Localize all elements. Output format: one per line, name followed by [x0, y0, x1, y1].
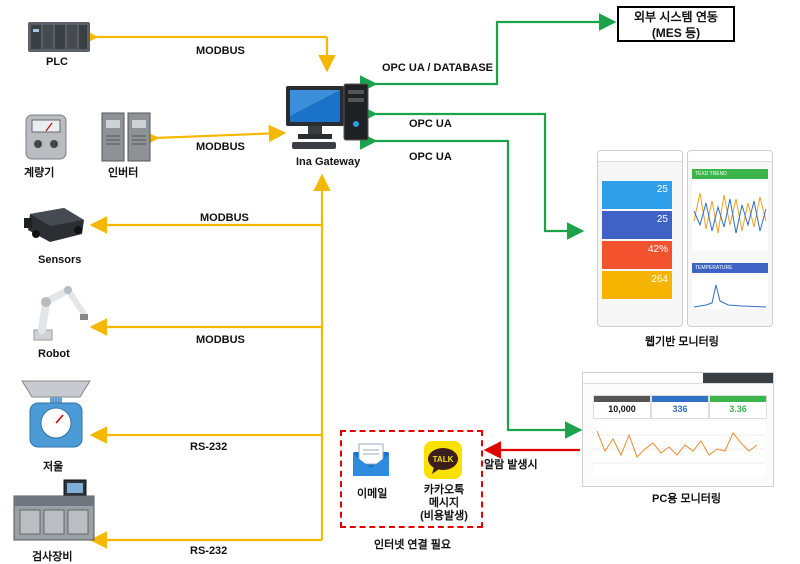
- sensors-link-label: MODBUS: [200, 212, 249, 224]
- web-link-label: OPC UA: [409, 118, 452, 130]
- external-system-subtitle: (MES 등): [651, 26, 701, 40]
- email-label: 이메일: [357, 488, 388, 500]
- kakaotalk-label-line3: (비용발생): [420, 510, 468, 522]
- scale-label: 저울: [43, 461, 64, 473]
- pc-kpi-1: 10,000: [593, 395, 651, 419]
- plc-link-label: MODBUS: [196, 45, 245, 57]
- alert-notification-box: [340, 430, 483, 528]
- kakaotalk-label-line1: 카카오톡: [423, 484, 465, 496]
- external-system-title: 외부 시스템 연동: [634, 10, 718, 24]
- external-link-line: [359, 13, 617, 93]
- web-tile-2-value: 25: [656, 214, 668, 225]
- inverter-label: 인버터: [108, 167, 139, 179]
- kakaotalk-icon: TALK: [424, 441, 462, 479]
- web-tile-3-value: 42%: [647, 244, 668, 255]
- pc-kpi-3: 3.36: [709, 395, 767, 419]
- pc-trend-chart: [593, 421, 765, 477]
- kakaotalk-icon-text: TALK: [433, 455, 454, 464]
- pc-monitor-screen: 10,000 336 3.36: [582, 372, 774, 487]
- external-system-box: 외부 시스템 연동 (MES 등): [617, 6, 735, 42]
- scale-link-label: RS-232: [190, 441, 228, 453]
- kakaotalk-label-line2: 메시지: [428, 497, 460, 509]
- inspection-link-label: RS-232: [190, 545, 228, 557]
- web-tile-1: 25: [602, 181, 672, 209]
- meter-label: 계량기: [24, 167, 55, 179]
- web-tile-4: 264: [602, 271, 672, 299]
- web-monitor-phone-2: TEXD TREND TEMPERATURE: [687, 150, 773, 327]
- robot-arm-icon: [33, 286, 88, 341]
- web-tile-2: 25: [602, 211, 672, 239]
- web-trend-chart: [692, 181, 768, 251]
- internet-required-label: 인터넷 연결 필요: [374, 539, 451, 551]
- web-tile-1-value: 25: [656, 184, 668, 195]
- kakaotalk-label: 카카오톡 메시지 (비용발생): [418, 484, 470, 523]
- gateway-computer-icon: [286, 83, 369, 149]
- external-link-label: OPC UA / DATABASE: [382, 62, 494, 74]
- inverter-link-label: MODBUS: [196, 141, 245, 153]
- inverter-link-line: [141, 124, 287, 148]
- email-icon: [353, 443, 389, 476]
- plc-label: PLC: [46, 56, 68, 68]
- web-panel-trend-header: TEXD TREND: [692, 169, 768, 179]
- pc-link-label: OPC UA: [409, 151, 452, 163]
- web-temperature-chart: [692, 275, 768, 309]
- pc-kpi-3-value: 3.36: [729, 404, 747, 414]
- gateway-label: Ina Gateway: [296, 156, 361, 168]
- sensors-label: Sensors: [38, 254, 82, 266]
- inverter-icon: [101, 112, 151, 162]
- alarm-trigger-label: 알람 발생시: [484, 459, 538, 471]
- robot-link-label: MODBUS: [196, 334, 245, 346]
- robot-label: Robot: [38, 348, 70, 360]
- pc-kpi-2-value: 336: [672, 404, 688, 414]
- web-monitor-phone-1: 25 25 42% 264: [597, 150, 683, 327]
- scale-icon: [21, 380, 91, 448]
- web-panel-temperature-header: TEMPERATURE: [692, 263, 768, 273]
- pc-monitoring-label: PC용 모니터링: [652, 493, 721, 505]
- inspection-label: 검사장비: [32, 551, 73, 563]
- sensors-icon: [24, 208, 84, 242]
- inspection-equipment-icon: [13, 479, 95, 541]
- plc-icon: [28, 22, 90, 52]
- meter-icon: [25, 114, 67, 160]
- pc-kpi-2: 336: [651, 395, 709, 419]
- web-tile-3: 42%: [602, 241, 672, 269]
- pc-kpi-1-value: 10,000: [608, 404, 636, 414]
- pc-link-line: [359, 132, 583, 439]
- web-link-line: [359, 105, 585, 240]
- web-monitoring-label: 웹기반 모니터링: [645, 336, 719, 348]
- web-tile-4-value: 264: [651, 274, 668, 285]
